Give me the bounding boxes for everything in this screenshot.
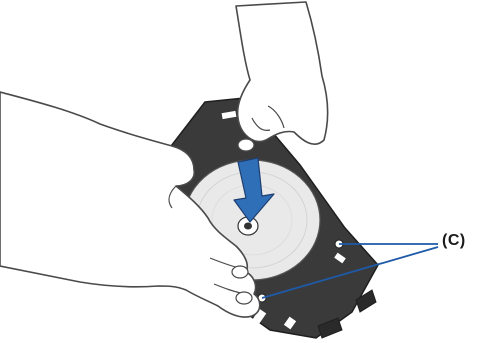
callout-label-c: (C) xyxy=(442,232,466,250)
hand-top xyxy=(236,2,328,151)
